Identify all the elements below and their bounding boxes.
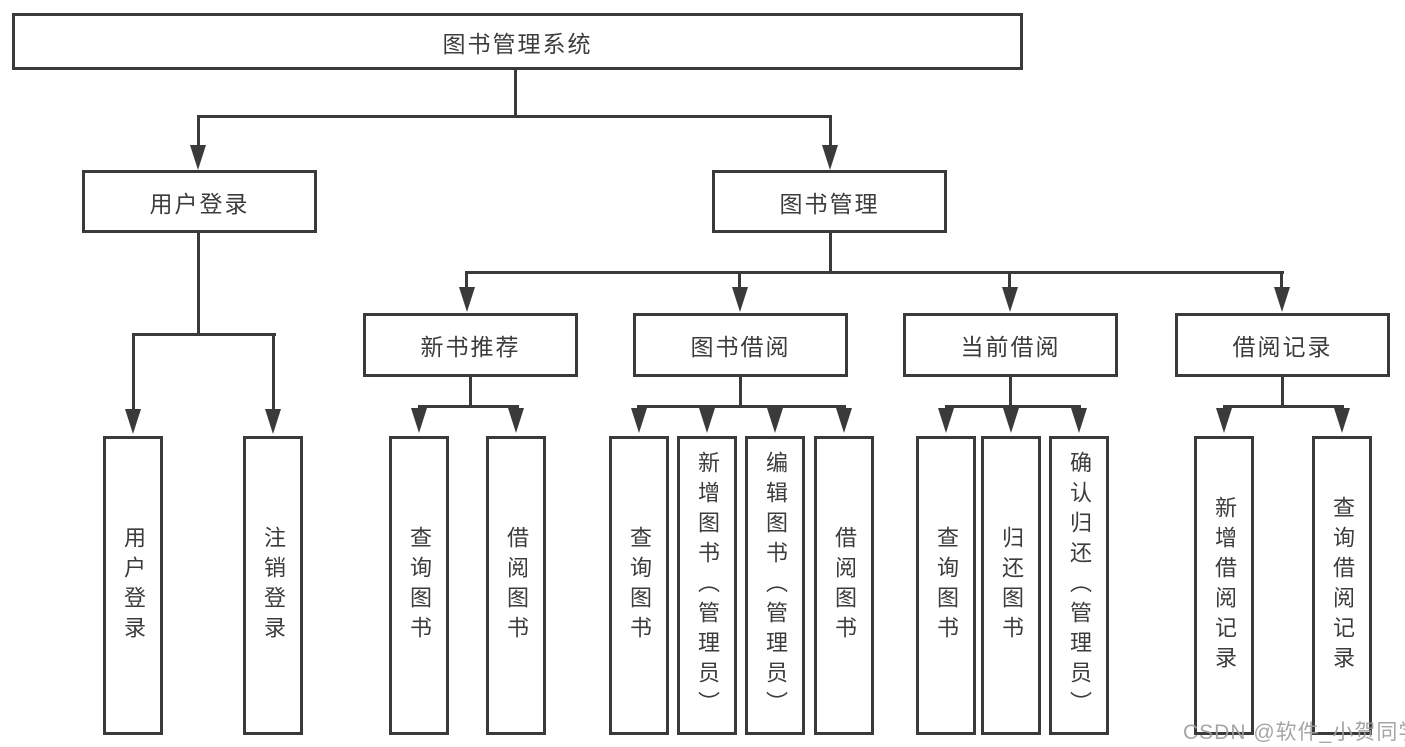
leaf-add-borrow-record: 新增借阅记录 [1194, 436, 1254, 735]
arrow-g1-query-books [411, 408, 427, 433]
node-new-book-recommend: 新书推荐 [363, 313, 578, 377]
arrow-book-borrow [732, 287, 748, 312]
node-user-login-label: 用户登录 [149, 190, 250, 217]
connector-drop-book-management [829, 115, 832, 146]
csdn-watermark: CSDN @软件_小贺同学 [1183, 721, 1405, 744]
leaf-query-books-3: 查询图书 [916, 436, 976, 735]
leaf-borrow-books-1-label: 借阅图书 [504, 525, 529, 646]
leaf-query-books-2-label: 查询图书 [627, 525, 652, 646]
node-borrow-records-label: 借阅记录 [1232, 334, 1333, 360]
leaf-add-book-admin: 新增图书（管理员） [677, 436, 737, 735]
arrow-g4-add-record [1216, 408, 1232, 433]
leaf-add-borrow-record-label: 新增借阅记录 [1212, 495, 1237, 676]
leaf-logout: 注销登录 [243, 436, 303, 735]
leaf-query-books-1: 查询图书 [389, 436, 449, 735]
leaf-borrow-books-2: 借阅图书 [814, 436, 874, 735]
node-new-book-recommend-label: 新书推荐 [420, 334, 521, 360]
arrow-borrow-records [1274, 287, 1290, 312]
leaf-edit-book-admin: 编辑图书（管理员） [745, 436, 805, 735]
arrow-g3-query-books [938, 408, 954, 433]
node-root: 图书管理系统 [12, 13, 1023, 70]
leaf-edit-book-admin-label: 编辑图书（管理员） [763, 450, 788, 721]
leaf-logout-label: 注销登录 [261, 525, 286, 646]
arrow-leaf-login [125, 409, 141, 434]
node-root-label: 图书管理系统 [442, 30, 593, 57]
leaf-confirm-return-admin-label: 确认归还（管理员） [1067, 450, 1092, 721]
leaf-return-book: 归还图书 [981, 436, 1041, 735]
connector-borrow-records-bar [1223, 405, 1344, 408]
arrow-user-login [190, 145, 206, 170]
arrow-leaf-logout [265, 409, 281, 434]
node-book-borrow-label: 图书借阅 [690, 334, 791, 360]
node-book-borrow: 图书借阅 [633, 313, 848, 377]
node-borrow-records: 借阅记录 [1175, 313, 1390, 377]
leaf-borrow-books-2-label: 借阅图书 [832, 525, 857, 646]
arrow-g2-add-book [699, 408, 715, 433]
connector-drop-leaf-login [132, 333, 135, 410]
arrow-new-book [459, 287, 475, 312]
connector-user-login-stem [197, 233, 200, 336]
connector-root-stem [514, 70, 517, 117]
connector-book-management-stem [829, 233, 832, 274]
leaf-query-books-1-label: 查询图书 [407, 525, 432, 646]
connector-drop-book-borrow [738, 271, 741, 288]
arrow-current-borrow [1002, 287, 1018, 312]
arrow-g4-query-record [1334, 408, 1350, 433]
connector-drop-borrow-records [1280, 271, 1283, 288]
arrow-g3-confirm-return [1071, 408, 1087, 433]
node-current-borrow: 当前借阅 [903, 313, 1118, 377]
leaf-user-login-label: 用户登录 [121, 525, 146, 646]
connector-drop-leaf-logout [272, 333, 275, 410]
connector-drop-user-login [197, 115, 200, 146]
connector-book-borrow-stem [739, 377, 742, 408]
leaf-add-book-admin-label: 新增图书（管理员） [695, 450, 720, 721]
connector-current-borrow-stem [1009, 377, 1012, 408]
leaf-query-borrow-record-label: 查询借阅记录 [1330, 495, 1355, 676]
arrow-g2-edit-book [767, 408, 783, 433]
arrow-g1-borrow-books [508, 408, 524, 433]
node-book-management: 图书管理 [712, 170, 947, 233]
connector-drop-new-book [465, 271, 468, 288]
connector-borrow-records-stem [1281, 377, 1284, 408]
leaf-return-book-label: 归还图书 [999, 525, 1024, 646]
connector-level2-bar [197, 115, 832, 118]
leaf-confirm-return-admin: 确认归还（管理员） [1049, 436, 1109, 735]
leaf-user-login: 用户登录 [103, 436, 163, 735]
arrow-g2-borrow-books [836, 408, 852, 433]
connector-drop-current-borrow [1008, 271, 1011, 288]
leaf-query-books-2: 查询图书 [609, 436, 669, 735]
connector-level3-bar [466, 271, 1284, 274]
arrow-g3-return-book [1003, 408, 1019, 433]
connector-current-borrow-bar [945, 405, 1081, 408]
connector-new-book-bar [418, 405, 519, 408]
leaf-query-borrow-record: 查询借阅记录 [1312, 436, 1372, 735]
node-user-login: 用户登录 [82, 170, 317, 233]
arrow-g2-query-books [631, 408, 647, 433]
leaf-query-books-3-label: 查询图书 [934, 525, 959, 646]
connector-user-login-bar [132, 333, 276, 336]
node-book-management-label: 图书管理 [779, 190, 880, 217]
arrow-book-management [822, 145, 838, 170]
leaf-borrow-books-1: 借阅图书 [486, 436, 546, 735]
connector-book-borrow-bar [637, 405, 846, 408]
node-current-borrow-label: 当前借阅 [960, 334, 1061, 360]
connector-new-book-stem [469, 377, 472, 408]
